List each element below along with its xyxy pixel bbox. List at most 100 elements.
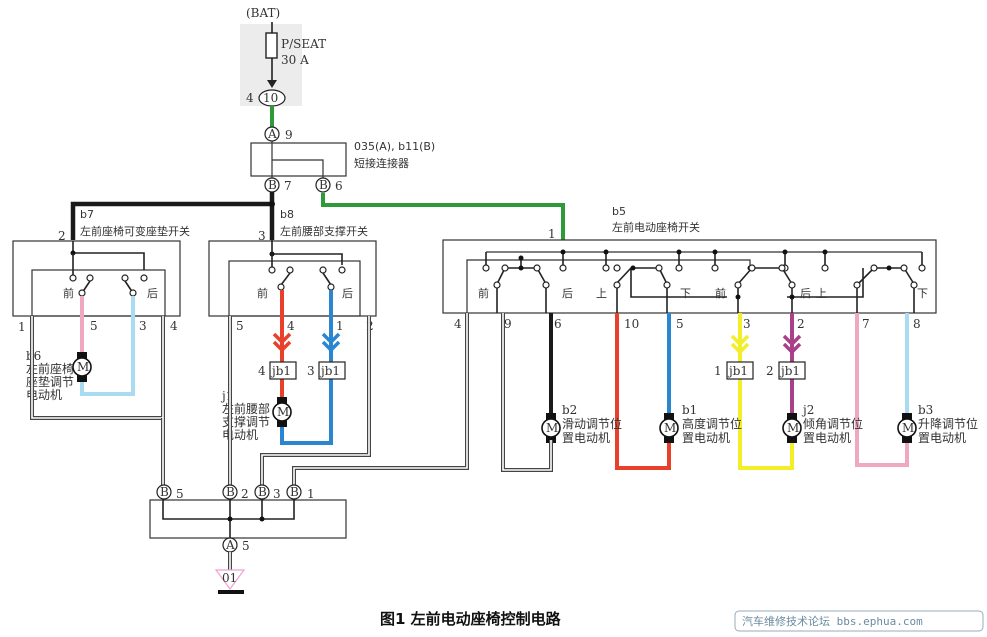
svg-text:7: 7 — [862, 317, 870, 331]
svg-text:1: 1 — [548, 227, 556, 241]
pin-letter: A — [267, 127, 277, 141]
svg-text:4: 4 — [454, 317, 462, 331]
svg-text:jb1: jb1 — [727, 364, 748, 378]
svg-text:置电动机: 置电动机 — [918, 431, 966, 445]
svg-text:左前腰部: 左前腰部 — [222, 401, 270, 416]
watermark-box — [734, 610, 984, 632]
svg-text:M: M — [787, 421, 799, 435]
svg-text:1: 1 — [714, 364, 722, 378]
svg-text:下: 下 — [680, 287, 691, 300]
svg-text:j2: j2 — [801, 403, 814, 417]
oval-connector-label: 10 — [263, 91, 278, 105]
svg-text:A: A — [225, 538, 235, 552]
svg-text:4: 4 — [287, 319, 295, 333]
green-wire — [270, 106, 565, 240]
oval-pin-label: 4 — [246, 91, 254, 105]
svg-text:3: 3 — [307, 364, 315, 378]
svg-text:9: 9 — [504, 317, 512, 331]
pin-number: 7 — [284, 179, 292, 193]
black-wire — [70, 192, 275, 240]
svg-text:5: 5 — [676, 317, 684, 331]
svg-text:3: 3 — [139, 319, 147, 333]
svg-text:B: B — [226, 485, 235, 499]
svg-text:b7: b7 — [80, 208, 94, 221]
svg-text:1: 1 — [336, 319, 344, 333]
figure-caption: 图1 左前电动座椅控制电路 — [380, 610, 562, 628]
svg-text:jb1: jb1 — [779, 364, 800, 378]
svg-text:前: 前 — [478, 286, 489, 300]
svg-text:01: 01 — [222, 571, 237, 585]
svg-text:3: 3 — [273, 487, 281, 501]
light-blue-wire — [80, 296, 135, 396]
short-connector-box — [250, 142, 347, 177]
svg-text:2: 2 — [58, 229, 66, 243]
svg-text:置电动机: 置电动机 — [682, 431, 730, 445]
svg-text:2: 2 — [241, 487, 249, 501]
ground-icon — [214, 569, 246, 591]
motor-b1-icon: M — [659, 413, 679, 443]
svg-text:M: M — [77, 360, 89, 374]
svg-text:前: 前 — [257, 286, 268, 300]
svg-text:jb1: jb1 — [319, 364, 340, 378]
svg-text:5: 5 — [236, 319, 244, 333]
motor-j2-icon: M — [782, 413, 802, 443]
svg-text:倾角调节位: 倾角调节位 — [803, 416, 863, 431]
svg-text:左前座椅可变座垫开关: 左前座椅可变座垫开关 — [80, 224, 190, 238]
svg-text:座垫调节: 座垫调节 — [26, 374, 74, 389]
svg-text:B: B — [160, 485, 169, 499]
pin-letter: B — [319, 178, 328, 192]
svg-text:5: 5 — [242, 539, 250, 553]
svg-text:B: B — [290, 485, 299, 499]
motor-b6-icon: M — [72, 352, 92, 382]
svg-text:上: 上 — [596, 287, 607, 300]
fuse-name: P/SEAT — [281, 37, 326, 51]
svg-text:M: M — [664, 421, 676, 435]
svg-text:b2: b2 — [562, 403, 577, 417]
svg-text:2: 2 — [797, 317, 805, 331]
svg-text:置电动机: 置电动机 — [562, 431, 610, 445]
svg-text:高度调节位: 高度调节位 — [682, 416, 742, 431]
motor-j1-icon: M — [272, 397, 292, 427]
svg-text:B: B — [258, 485, 267, 499]
svg-text:3: 3 — [743, 317, 751, 331]
svg-text:电动机: 电动机 — [26, 388, 62, 402]
svg-text:前: 前 — [715, 286, 726, 300]
short-connector-codes: 035(A), b11(B) — [354, 140, 435, 153]
svg-text:后: 后 — [147, 287, 158, 300]
fuse-icon — [265, 32, 278, 59]
svg-text:4: 4 — [170, 319, 178, 333]
bat-label: (BAT) — [246, 6, 280, 20]
svg-text:支撑调节: 支撑调节 — [222, 414, 270, 429]
svg-text:升降调节位: 升降调节位 — [918, 416, 978, 431]
svg-text:M: M — [902, 421, 914, 435]
svg-text:M: M — [546, 421, 558, 435]
svg-text:5: 5 — [90, 319, 98, 333]
svg-text:b3: b3 — [918, 403, 933, 417]
switch-b7: b7 左前座椅可变座垫开关 2 前 后 1 5 3 4 — [12, 208, 190, 334]
ground-return-wires — [30, 313, 553, 485]
svg-text:滑动调节位: 滑动调节位 — [562, 416, 622, 431]
svg-text:后: 后 — [800, 287, 811, 300]
svg-text:b5: b5 — [612, 205, 626, 218]
pin-number: 9 — [285, 128, 293, 142]
svg-text:4: 4 — [258, 364, 266, 378]
svg-text:左前座椅: 左前座椅 — [26, 361, 74, 376]
watermark: 汽车维修技术论坛 bbs.ephua.com — [742, 614, 923, 628]
red-wire — [615, 313, 671, 470]
motor-b3-icon: M — [897, 413, 917, 443]
pin-letter: B — [268, 178, 277, 192]
pink-wire — [855, 313, 909, 467]
svg-text:2: 2 — [766, 364, 774, 378]
chevron-connector-icons — [272, 332, 802, 355]
svg-text:b8: b8 — [280, 208, 294, 221]
arrow-icon — [267, 80, 277, 88]
switch-b8: b8 左前腰部支撑开关 3 前 后 5 4 1 2 — [208, 208, 377, 333]
svg-text:1: 1 — [307, 487, 315, 501]
svg-text:1: 1 — [18, 320, 26, 334]
pin-number: 6 — [335, 179, 343, 193]
svg-text:5: 5 — [176, 487, 184, 501]
svg-text:b1: b1 — [682, 403, 697, 417]
